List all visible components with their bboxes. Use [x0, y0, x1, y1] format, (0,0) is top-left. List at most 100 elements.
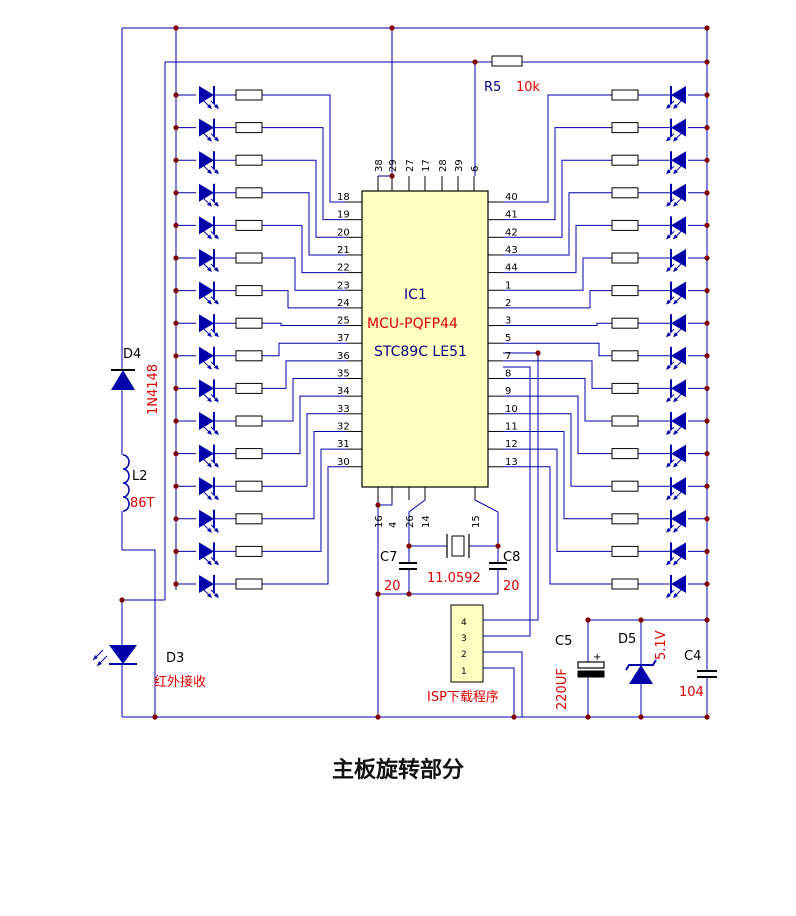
wire — [503, 94, 612, 203]
c4-capacitor — [697, 670, 717, 678]
right-resistor-2 — [611, 122, 639, 134]
left-resistor-16 — [235, 578, 263, 590]
right-resistor-7 — [611, 285, 639, 297]
right-led-5 — [666, 216, 686, 240]
left-led-15 — [199, 542, 219, 566]
ic-pin-label-left: 30 — [337, 457, 350, 468]
ic-pin-label-right: 1 — [505, 280, 511, 291]
wires — [121, 27, 708, 718]
wire — [503, 224, 612, 274]
junction-dot — [704, 617, 710, 623]
wire — [262, 94, 347, 203]
l2-designator: L2 — [132, 469, 148, 484]
junction-dot — [389, 25, 395, 31]
right-led-16 — [666, 575, 686, 598]
junction-dot — [511, 714, 517, 720]
right-led-13 — [666, 477, 686, 501]
d3-ir-receiver — [92, 645, 137, 667]
junction-dot — [704, 222, 710, 228]
wire — [262, 224, 347, 274]
isp-label: ISP下载程序 — [427, 690, 499, 705]
junction-dot — [535, 350, 541, 356]
right-resistor-5 — [611, 219, 639, 231]
wire — [483, 667, 515, 717]
left-led-column — [199, 86, 263, 598]
ic-pin-label-right: 8 — [505, 369, 511, 380]
junction-dot — [173, 255, 179, 261]
ic-pin-label-right: 13 — [505, 457, 518, 468]
wire — [503, 430, 612, 520]
ic-pin-label-left: 33 — [337, 404, 350, 415]
junction-dot — [173, 418, 179, 424]
ic-pin-label-left: 20 — [337, 227, 350, 238]
left-led-12 — [199, 444, 219, 468]
junction-dot — [173, 288, 179, 294]
junction-dot — [173, 451, 179, 457]
left-resistor-13 — [235, 480, 263, 492]
junction-dot — [638, 617, 644, 623]
junction-dot — [119, 597, 125, 603]
junction-dot — [638, 714, 644, 720]
ic-pin-label-left: 23 — [337, 280, 350, 291]
junction-dot — [406, 591, 412, 597]
ic-pin-stubs — [347, 176, 503, 500]
svg-text:+: + — [593, 652, 601, 663]
junction-dot — [173, 222, 179, 228]
ic-pin-label-left: 35 — [337, 369, 350, 380]
wire — [262, 127, 347, 221]
junction-dot — [704, 581, 710, 587]
junction-dot — [704, 92, 710, 98]
wire — [503, 342, 612, 357]
wire — [503, 322, 612, 327]
junction-dot — [173, 320, 179, 326]
junction-dot — [173, 581, 179, 587]
right-led-2 — [666, 118, 686, 142]
ic1-package: MCU-PQFP44 — [367, 316, 458, 332]
right-led-11 — [666, 412, 686, 435]
ic-pin-label-top: 29 — [388, 159, 399, 172]
junction-dot — [472, 59, 478, 65]
right-resistor-11 — [611, 415, 639, 427]
wire — [503, 413, 612, 487]
wire — [503, 466, 612, 585]
ic-pin-label-right: 11 — [505, 421, 518, 432]
right-led-7 — [666, 281, 686, 305]
isp-pin-1: 1 — [461, 667, 467, 677]
junction-dot — [173, 157, 179, 163]
wire — [483, 352, 539, 621]
junction-dot — [173, 190, 179, 196]
ic-pin-label-right: 10 — [505, 404, 518, 415]
c8-capacitor — [489, 562, 507, 570]
left-led-6 — [199, 249, 219, 272]
right-led-3 — [666, 151, 686, 175]
c4-designator: C4 — [684, 649, 701, 664]
r5-designator: R5 — [484, 80, 501, 95]
ic-pin-label-left: 18 — [337, 192, 350, 203]
wire — [262, 378, 347, 422]
left-resistor-14 — [235, 513, 263, 525]
wire — [503, 192, 612, 256]
wire — [262, 430, 347, 520]
junction-dot — [375, 714, 381, 720]
junction-dot — [173, 92, 179, 98]
d4-part: 1N4148 — [146, 364, 161, 415]
ic-pin-label-right: 41 — [505, 210, 518, 221]
left-led-14 — [199, 509, 219, 533]
ic-pin-label-right: 42 — [505, 227, 518, 238]
junction-dots — [119, 25, 710, 720]
d3-description: 红外接收 — [154, 674, 206, 690]
wire — [262, 360, 347, 389]
right-led-10 — [666, 379, 686, 403]
junction-dot — [704, 418, 710, 424]
left-resistor-1 — [235, 89, 263, 101]
wire — [408, 499, 447, 547]
right-resistor-8 — [611, 317, 639, 329]
right-resistor-1 — [611, 89, 639, 101]
junction-dot — [704, 59, 710, 65]
right-led-9 — [666, 346, 686, 370]
junction-dot — [704, 385, 710, 391]
ic-pin-label-bottom: 16 — [374, 515, 385, 528]
l2-value: 86T — [130, 496, 155, 511]
left-resistor-8 — [235, 317, 263, 329]
wire — [122, 549, 156, 717]
